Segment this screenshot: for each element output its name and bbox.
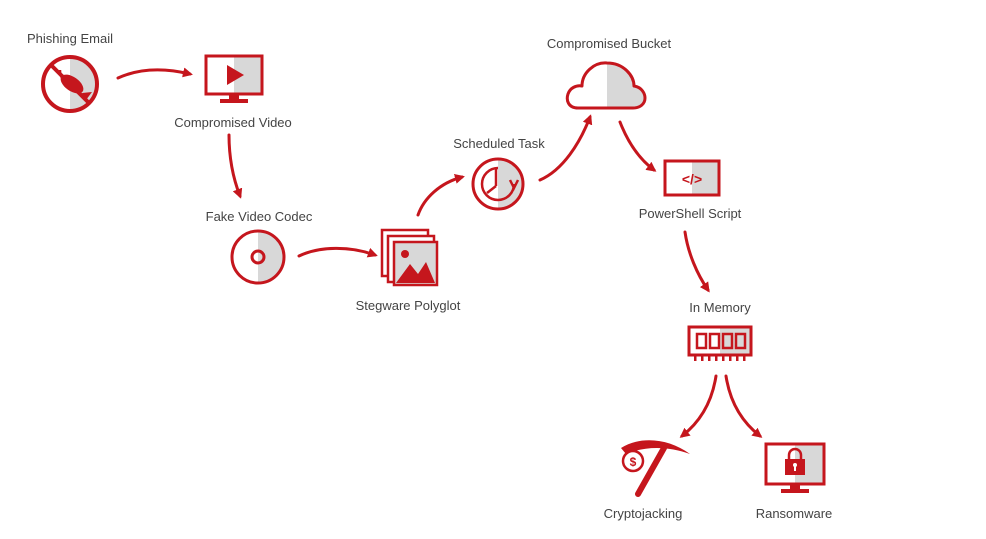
node-label-fake-video-codec: Fake Video Codec xyxy=(205,209,313,224)
node-label-stegware-polyglot: Stegware Polyglot xyxy=(355,298,461,313)
node-label-compromised-video: Compromised Video xyxy=(174,115,292,130)
node-label-ransomware: Ransomware xyxy=(755,506,833,521)
edge-powershell-to-memory xyxy=(683,230,710,293)
edge-codec-to-stegware xyxy=(297,246,378,258)
no-fishing-icon xyxy=(41,55,99,113)
code-window-icon: </> xyxy=(663,159,721,197)
node-label-in-memory: In Memory xyxy=(689,300,751,315)
svg-text:</>: </> xyxy=(682,171,702,187)
node-label-cryptojacking: Cryptojacking xyxy=(603,506,683,521)
edge-phishing-to-video xyxy=(116,67,193,80)
node-label-scheduled-task: Scheduled Task xyxy=(453,136,545,151)
edge-memory-to-ransomware xyxy=(724,374,763,438)
monitor-play-icon xyxy=(204,54,264,103)
clock-icon xyxy=(471,157,525,211)
node-label-powershell-script: PowerShell Script xyxy=(638,206,742,221)
edge-memory-to-cryptojacking xyxy=(679,374,718,438)
node-label-compromised-bucket: Compromised Bucket xyxy=(546,36,672,51)
pickaxe-icon: $ xyxy=(621,440,690,497)
edge-stegware-to-task xyxy=(416,174,465,217)
cloud-icon xyxy=(565,61,647,110)
svg-text:$: $ xyxy=(630,455,637,469)
edge-task-to-bucket xyxy=(538,114,593,182)
image-stack-icon xyxy=(380,228,439,287)
monitor-lock-icon xyxy=(764,442,826,493)
memory-chip-icon xyxy=(687,325,753,361)
node-label-phishing-email: Phishing Email xyxy=(27,31,113,46)
disc-icon xyxy=(230,229,286,285)
edge-video-to-codec xyxy=(227,133,243,199)
edge-bucket-to-powershell xyxy=(618,120,657,172)
